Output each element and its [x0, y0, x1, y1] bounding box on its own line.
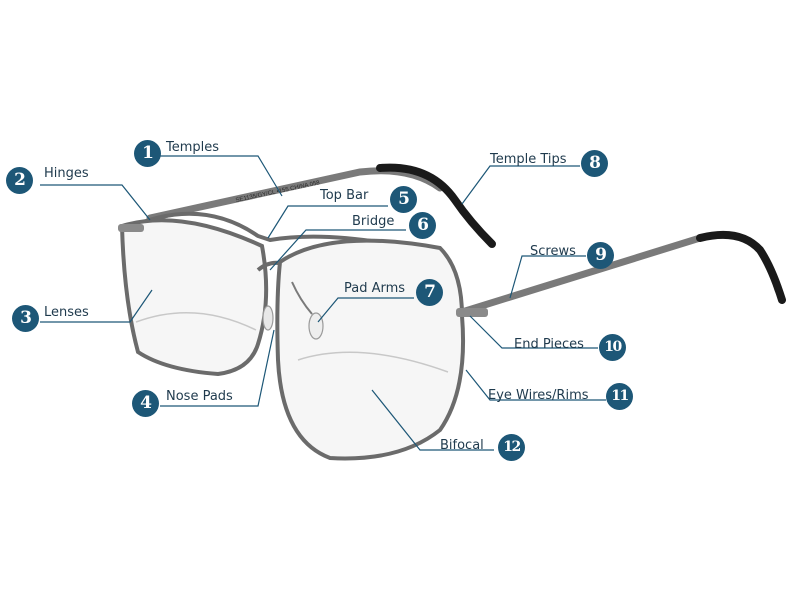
right-temple-tip — [696, 230, 786, 304]
badge-8: 8 — [581, 150, 608, 177]
badge-11: 11 — [606, 383, 633, 410]
badge-5: 5 — [390, 186, 417, 213]
label-temple-tips: Temple Tips — [490, 152, 567, 167]
right-nose-pad — [308, 312, 324, 340]
leader-lenses — [40, 289, 153, 323]
leader-bifocal — [371, 389, 494, 451]
label-screws: Screws — [530, 244, 576, 259]
leader-end-pieces — [469, 315, 598, 349]
right-rim — [275, 238, 466, 461]
label-bridge: Bridge — [352, 214, 395, 229]
badge-12: 12 — [498, 434, 525, 461]
right-end-piece — [456, 308, 488, 317]
badge-6: 6 — [409, 212, 436, 239]
badge-3: 3 — [12, 305, 39, 332]
leader-eye-wires — [465, 369, 606, 401]
leader-screws — [509, 255, 586, 299]
left-end-piece — [118, 224, 144, 232]
left-nose-pad — [262, 305, 274, 331]
pad-arm — [291, 281, 313, 315]
leader-nose-pads — [160, 329, 275, 407]
label-nose-pads: Nose Pads — [166, 389, 233, 404]
badge-4: 4 — [132, 390, 159, 417]
right-bifocal-segment — [297, 351, 449, 373]
badge-10: 10 — [599, 334, 626, 361]
left-temple-tip — [376, 163, 496, 248]
left-bifocal-segment — [135, 311, 257, 331]
badge-9: 9 — [587, 242, 614, 269]
leader-bridge — [269, 229, 406, 271]
label-end-pieces: End Pieces — [514, 337, 584, 352]
label-eye-wires-rims: Eye Wires/Rims — [488, 388, 589, 403]
label-hinges: Hinges — [44, 166, 89, 181]
label-bifocal: Bifocal — [440, 438, 484, 453]
leader-temples — [160, 155, 283, 197]
left-rim — [119, 218, 269, 377]
leader-hinges — [40, 184, 151, 221]
badge-7: 7 — [416, 279, 443, 306]
badge-2: 2 — [6, 167, 33, 194]
leader-top-bar — [267, 205, 388, 239]
label-lenses: Lenses — [44, 305, 89, 320]
badge-1: 1 — [134, 140, 161, 167]
temple-engraving: SE1135/GY/CL •155 CHINA 058 — [235, 180, 321, 204]
leader-temple-tips — [461, 165, 580, 205]
label-top-bar: Top Bar — [320, 188, 369, 203]
leader-pad-arms — [317, 297, 414, 323]
label-temples: Temples — [166, 140, 220, 155]
label-pad-arms: Pad Arms — [344, 281, 406, 296]
right-temple-arm — [458, 231, 782, 316]
